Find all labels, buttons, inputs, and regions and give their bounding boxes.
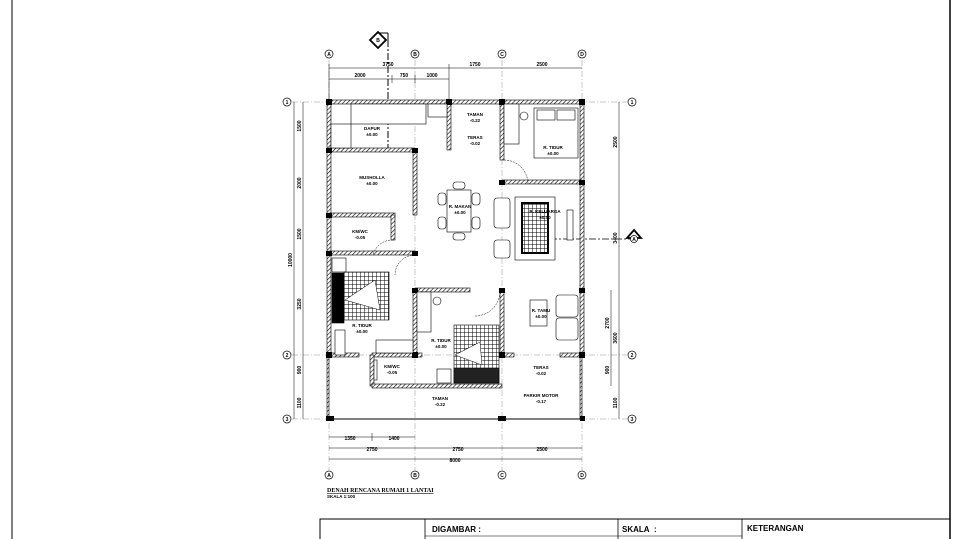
grid-label: C [500, 473, 504, 479]
section-marker-a: A [550, 228, 643, 243]
dimension-label: 1350 [344, 436, 355, 442]
dimension-label: 1750 [469, 62, 480, 68]
svg-text:A: A [632, 237, 636, 243]
washbasin [331, 257, 347, 273]
grid-label: 2 [286, 353, 289, 359]
dimension-label: 1100 [297, 397, 303, 408]
grid-label: A [327, 52, 331, 58]
room-label-km-wc: KM/WC-0.05 [384, 364, 400, 375]
dimension-label: 8000 [449, 458, 460, 464]
grid-bubble-b-top [410, 49, 420, 59]
grid-bubble-2-right [627, 350, 637, 360]
section-marker-b: B [368, 30, 389, 150]
dimension-label: 3400 [613, 232, 619, 243]
notes-label: KETERANGAN [747, 524, 804, 533]
dimension-label: 1100 [613, 397, 619, 408]
dimension-label: 2000 [354, 73, 365, 79]
dimension-label: 3250 [297, 298, 303, 309]
grid-label: A [327, 473, 331, 479]
grid-bubble-c-bottom [497, 470, 507, 480]
furniture [330, 103, 579, 384]
kitchen-counter [330, 123, 352, 149]
dimension-label: 1500 [297, 120, 303, 131]
dining-table [446, 189, 472, 233]
grid-label: D [580, 52, 584, 58]
room-label-r-tidur: R. TIDUR±0.00 [543, 145, 563, 156]
grid-bubble-1-left [282, 97, 292, 107]
dimension-label: 1400 [388, 436, 399, 442]
dimension-label: 10000 [288, 253, 294, 267]
wardrobe [503, 103, 520, 145]
dimension-label: 2000 [297, 177, 303, 188]
grid-label: D [580, 473, 584, 479]
room-label-teras: TERAS-0.02 [467, 135, 482, 146]
grid-bubble-3-left [282, 414, 292, 424]
grid-label: 1 [286, 100, 289, 106]
scale-colon: : [654, 525, 657, 534]
grid-bubble-a-bottom [324, 470, 334, 480]
room-label-r-tidur: R. TIDUR±0.00 [352, 323, 372, 334]
scale-label: SKALA [622, 525, 650, 534]
room-label-teras: TERAS-0.02 [533, 365, 548, 376]
title-block: DIGAMBAR : SKALA : KETERANGAN [319, 518, 951, 539]
drawing-scale-caption: SKALA 1:100 [327, 494, 356, 499]
armchair [555, 294, 579, 318]
drawn-by-label: DIGAMBAR : [432, 525, 481, 534]
room-label-r-makan: R. MAKAN±0.00 [449, 204, 472, 215]
grid-bubble-3-right [627, 414, 637, 424]
room-label-taman: TAMAN-0.22 [467, 112, 483, 123]
dimension-label: 2500 [536, 62, 547, 68]
grid-bubble-d-top [577, 49, 587, 59]
room-label-taman: TAMAN-0.22 [432, 396, 448, 407]
desk [416, 291, 432, 333]
grid-label: B [413, 473, 417, 479]
dimension-label: 2500 [613, 136, 619, 147]
grid-label: 1 [631, 100, 634, 106]
coffee-table [529, 299, 548, 327]
sofa [493, 197, 511, 229]
bed-blanket [344, 279, 381, 311]
drawing-caption: DENAH RENCANA RUMAH 1 LANTAI [327, 488, 434, 494]
room-label-r-tidur: R. TIDUR±0.00 [431, 338, 451, 349]
dimension-label: 900 [605, 366, 611, 375]
dimension-label: 3750 [382, 62, 393, 68]
grid-bubble-a-top [324, 49, 334, 59]
dimension-label: 3600 [613, 332, 619, 343]
dimension-lines [293, 64, 620, 460]
tv-cabinet [566, 209, 574, 241]
dimension-label: 1500 [297, 228, 303, 239]
dimension-label: 900 [297, 366, 303, 375]
grid-bubble-c-top [497, 49, 507, 59]
grid-label: B [413, 52, 417, 58]
grid-label: 2 [631, 353, 634, 359]
room-label-parkir-motor: PARKIR MOTOR-0.17 [524, 393, 560, 404]
grid-label: 3 [631, 417, 634, 423]
door-swings [372, 159, 529, 317]
dimension-label: 2750 [452, 447, 463, 453]
room-label-km-wc: KM/WC-0.05 [352, 229, 368, 240]
dimension-label: 750 [400, 73, 409, 79]
grid-bubble-b-bottom [410, 470, 420, 480]
room-label-dapur: DAPUR±0.00 [364, 126, 381, 137]
grid-bubble-2-left [282, 350, 292, 360]
grid-bubble-1-right [627, 97, 637, 107]
bed-blanket [454, 341, 483, 366]
svg-text:B: B [376, 38, 380, 44]
grid-bubble-d-bottom [577, 470, 587, 480]
dimension-label: 2700 [605, 317, 611, 328]
room-label-r-tamu: R. TAMU±0.00 [532, 308, 550, 319]
grid-label: C [500, 52, 504, 58]
dimension-label: 2500 [536, 447, 547, 453]
room-label-musholla: MUSHOLLA±0.00 [359, 175, 385, 186]
grid-label: 3 [286, 417, 289, 423]
dimension-label: 2750 [366, 447, 377, 453]
room-label-r-keluarga: R. KELUARGA±0.00 [529, 209, 561, 220]
dimension-label: 1000 [426, 73, 437, 79]
